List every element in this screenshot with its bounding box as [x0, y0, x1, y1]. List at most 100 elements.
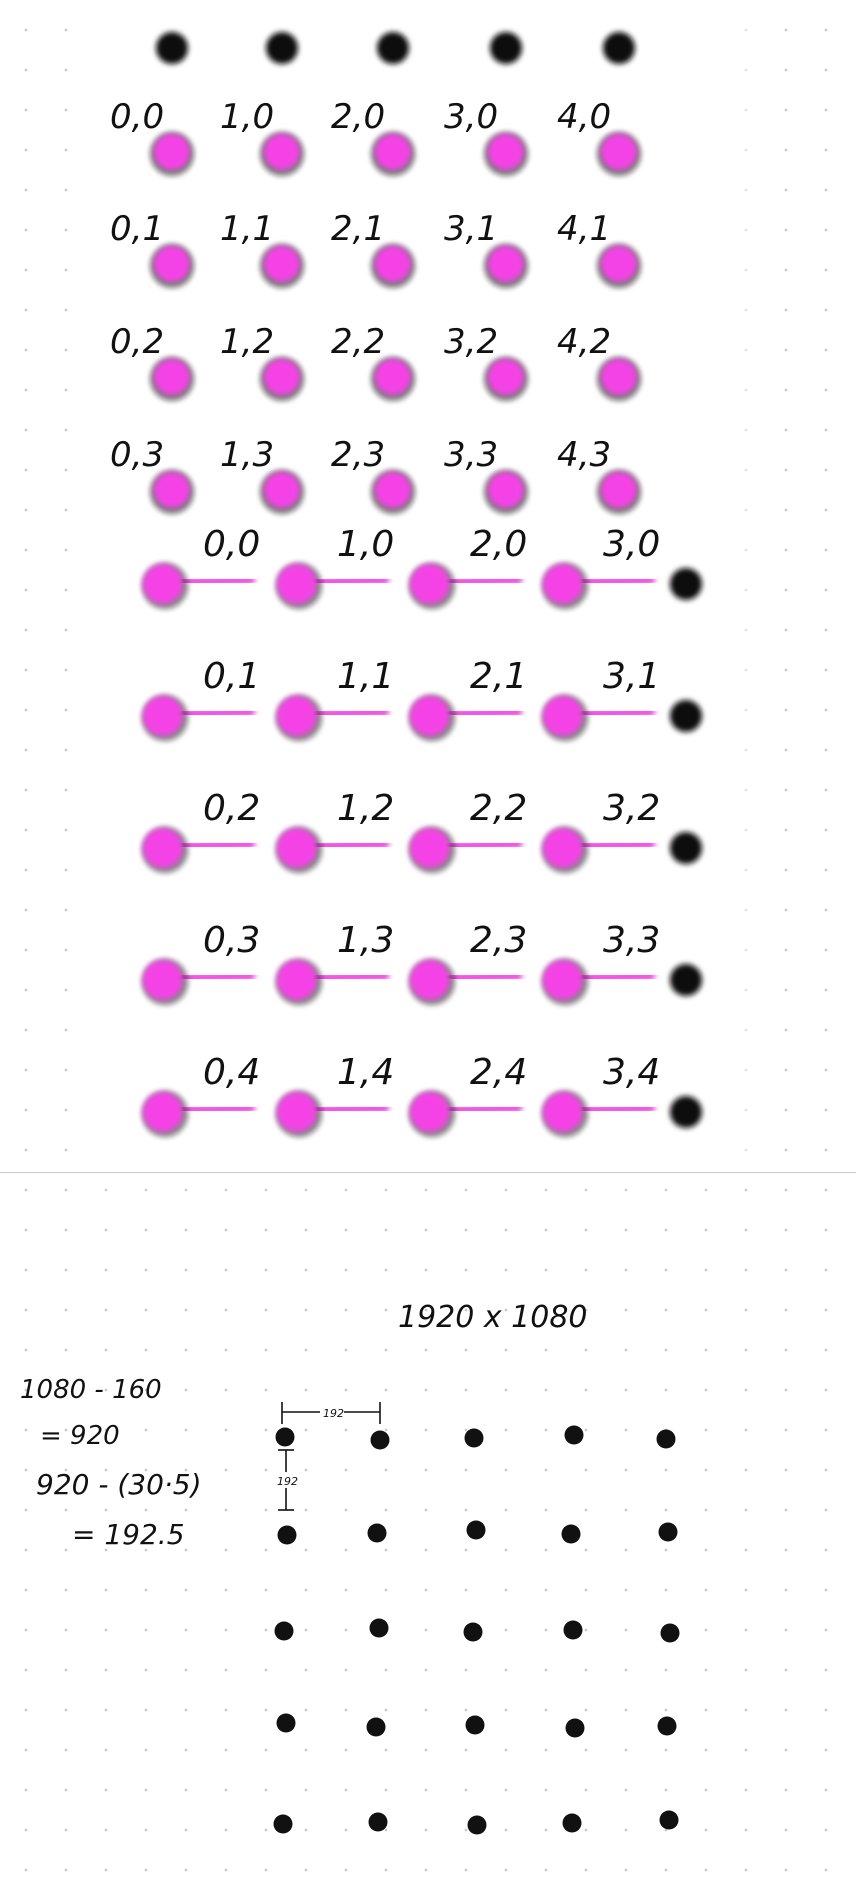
horizontal-edge-end: [410, 696, 450, 736]
notes-group: 1920 x 1080 1080 - 160 = 920 920 - (30·5…: [20, 1300, 588, 1551]
grid-dot: [275, 1427, 295, 1447]
edge-label: 1,2: [220, 322, 274, 362]
edge-label: 4,0: [557, 97, 611, 137]
edge-label: 0,3: [203, 920, 260, 961]
edge-label: 0,1: [110, 209, 164, 249]
horizontal-edge-end: [277, 960, 317, 1000]
horizontal-edge-end: [543, 696, 583, 736]
edge-label: 3,2: [603, 788, 660, 829]
horizontal-edge-end: [277, 828, 317, 868]
vertical-edge-end: [375, 134, 411, 170]
dot-matrix: [273, 1425, 680, 1835]
edge-label: 4,3: [557, 435, 611, 475]
resolution-note: 1920 x 1080: [398, 1300, 588, 1335]
horizontal-edge: [445, 1103, 523, 1115]
terminal-node: [377, 32, 409, 64]
edge-label: 3,1: [603, 656, 660, 697]
horizontal-edge: [445, 575, 523, 587]
horizontal-edge: [578, 971, 656, 983]
edge-label: 1,3: [220, 435, 274, 475]
grid-dot: [659, 1810, 679, 1830]
horizontal-edge-end: [277, 564, 317, 604]
vertical-edge-end: [264, 359, 300, 395]
terminal-node: [670, 832, 702, 864]
vertical-edge-end: [154, 134, 190, 170]
vertical-edge-end: [264, 134, 300, 170]
vertical-edge-end: [154, 359, 190, 395]
vertical-edge-end: [375, 472, 411, 508]
horizontal-edge: [445, 839, 523, 851]
horizontal-edge: [312, 707, 390, 719]
horizontal-edge-end: [143, 564, 183, 604]
grid-dot: [656, 1429, 676, 1449]
edge-label: 1,1: [337, 656, 394, 697]
terminal-node: [266, 32, 298, 64]
grid-dot: [366, 1717, 386, 1737]
edge-label: 3,1: [444, 209, 498, 249]
horizontal-edge: [312, 839, 390, 851]
horizontal-edge-end: [543, 564, 583, 604]
grid-dot: [277, 1525, 297, 1545]
grid-dot: [368, 1812, 388, 1832]
edge-label: 2,2: [331, 322, 385, 362]
calc-line-2: = 920: [40, 1421, 120, 1451]
vertical-edge-end: [154, 472, 190, 508]
edge-label: 3,0: [603, 524, 660, 565]
edge-label: 3,3: [444, 435, 498, 475]
horizontal-edge-end: [277, 696, 317, 736]
horizontal-edge-end: [143, 696, 183, 736]
grid-dot: [276, 1713, 296, 1733]
horizontal-edge: [312, 971, 390, 983]
horizontal-edge-end: [410, 564, 450, 604]
edge-label: 0,2: [110, 322, 164, 362]
grid-dot: [467, 1815, 487, 1835]
horizontal-edge: [578, 707, 656, 719]
horizontal-edge: [178, 1103, 256, 1115]
edge-label: 0,0: [203, 524, 260, 565]
edge-label: 2,0: [470, 524, 527, 565]
vertical-edge-end: [264, 246, 300, 282]
edge-label: 1,0: [220, 97, 274, 137]
grid-dot: [657, 1716, 677, 1736]
grid-dot: [561, 1524, 581, 1544]
edge-label: 3,2: [444, 322, 498, 362]
vertical-edge-end: [601, 472, 637, 508]
horizontal-edge: [445, 707, 523, 719]
edge-label: 3,4: [603, 1052, 660, 1093]
edge-label: 0,0: [110, 97, 164, 137]
vertical-edge-end: [154, 246, 190, 282]
edge-label: 2,0: [331, 97, 385, 137]
horizontal-edge: [178, 575, 256, 587]
edge-label: 4,2: [557, 322, 611, 362]
horizontal-edge-end: [543, 960, 583, 1000]
vertical-edge-end: [488, 472, 524, 508]
grid-dot: [464, 1428, 484, 1448]
horizontal-edge-end: [543, 828, 583, 868]
terminal-node: [670, 568, 702, 600]
grid-dot: [562, 1813, 582, 1833]
grid-dot: [660, 1623, 680, 1643]
vertical-edge-end: [375, 359, 411, 395]
grid-dot: [273, 1814, 293, 1834]
edge-label: 1,4: [337, 1052, 394, 1093]
edge-label: 1,1: [220, 209, 274, 249]
horizontal-edge: [178, 971, 256, 983]
vertical-edge-group: 0,0 1,0 2,0 3,0 4,0 0,1 1,1 2,1 3,1 4,1 0,2 1,2 2,2 3…: [110, 32, 641, 514]
vertical-edge-end: [488, 359, 524, 395]
vertical-edge-end: [488, 134, 524, 170]
edge-label: 4,1: [557, 209, 611, 249]
grid-dot: [369, 1618, 389, 1638]
horizontal-edge: [178, 707, 256, 719]
edge-label: 2,1: [331, 209, 385, 249]
horizontal-dimension-label: 192: [323, 1407, 344, 1420]
horizontal-edge-end: [410, 1092, 450, 1132]
vertical-edge-end: [601, 359, 637, 395]
edge-label: 3,0: [444, 97, 498, 137]
grid-dot: [563, 1620, 583, 1640]
horizontal-edge-end: [543, 1092, 583, 1132]
horizontal-edge: [312, 575, 390, 587]
horizontal-edge-end: [410, 960, 450, 1000]
calc-line-1: 1080 - 160: [20, 1375, 162, 1405]
vertical-edge-end: [488, 246, 524, 282]
edge-label: 0,2: [203, 788, 260, 829]
